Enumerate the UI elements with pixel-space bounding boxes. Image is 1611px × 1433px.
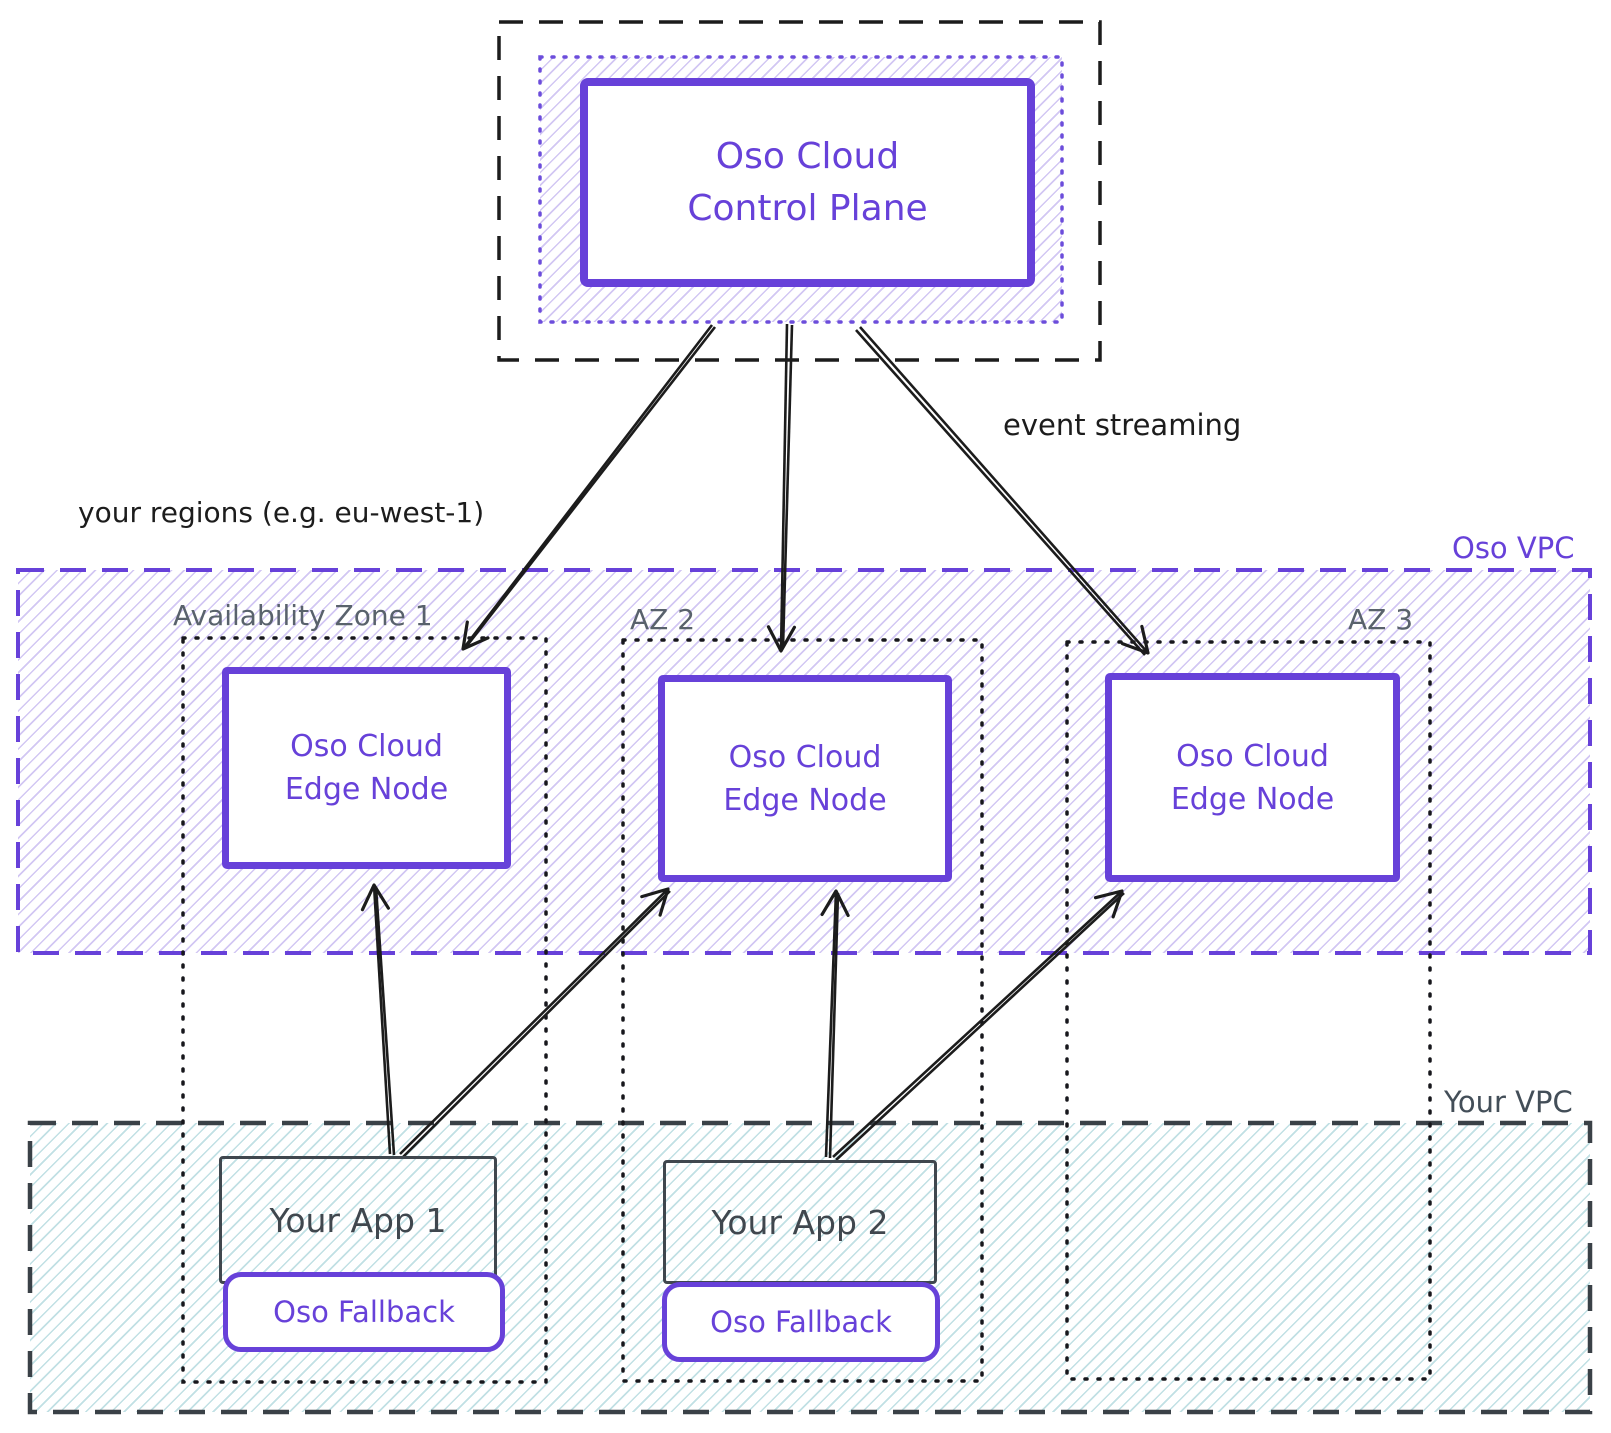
oso-fallback-1-label: Oso Fallback [273,1295,455,1329]
control-plane-label-line1: Oso Cloud [715,135,900,177]
your-app-1-box: Your App 1 [219,1156,497,1284]
your-regions-annotation: your regions (e.g. eu-west-1) [78,496,485,529]
az3-label: AZ 3 [1348,603,1414,636]
oso-cloud-edge-node-2-box: Oso Cloud Edge Node [658,675,952,882]
edge-node-1-label-line1: Oso Cloud [290,729,443,764]
az1-label: Availability Zone 1 [173,599,433,632]
oso-fallback-1-box: Oso Fallback [223,1272,505,1352]
oso-vpc-label: Oso VPC [1452,531,1575,565]
edge-node-2-label-line1: Oso Cloud [728,739,882,775]
edge-node-3-label-line1: Oso Cloud [1176,738,1329,774]
your-app-2-box: Your App 2 [663,1160,937,1284]
your-app-2-label: Your App 2 [711,1202,889,1242]
edge-node-1-label-line2: Edge Node [284,772,449,807]
oso-fallback-2-label: Oso Fallback [710,1305,892,1339]
your-app-1-label: Your App 1 [269,1200,447,1240]
oso-fallback-2-box: Oso Fallback [662,1282,940,1362]
oso-cloud-edge-node-1-box: Oso Cloud Edge Node [222,667,511,869]
az2-label: AZ 2 [630,603,696,636]
event-streaming-annotation: event streaming [1003,408,1242,442]
edge-node-3-label-line2: Edge Node [1170,781,1335,817]
control-plane-label-line2: Control Plane [687,187,928,229]
oso-cloud-edge-node-3-box: Oso Cloud Edge Node [1105,673,1400,882]
your-vpc-label: Your VPC [1444,1085,1573,1119]
oso-cloud-control-plane-box: Oso Cloud Control Plane [580,78,1035,287]
edge-node-2-label-line2: Edge Node [723,782,887,818]
